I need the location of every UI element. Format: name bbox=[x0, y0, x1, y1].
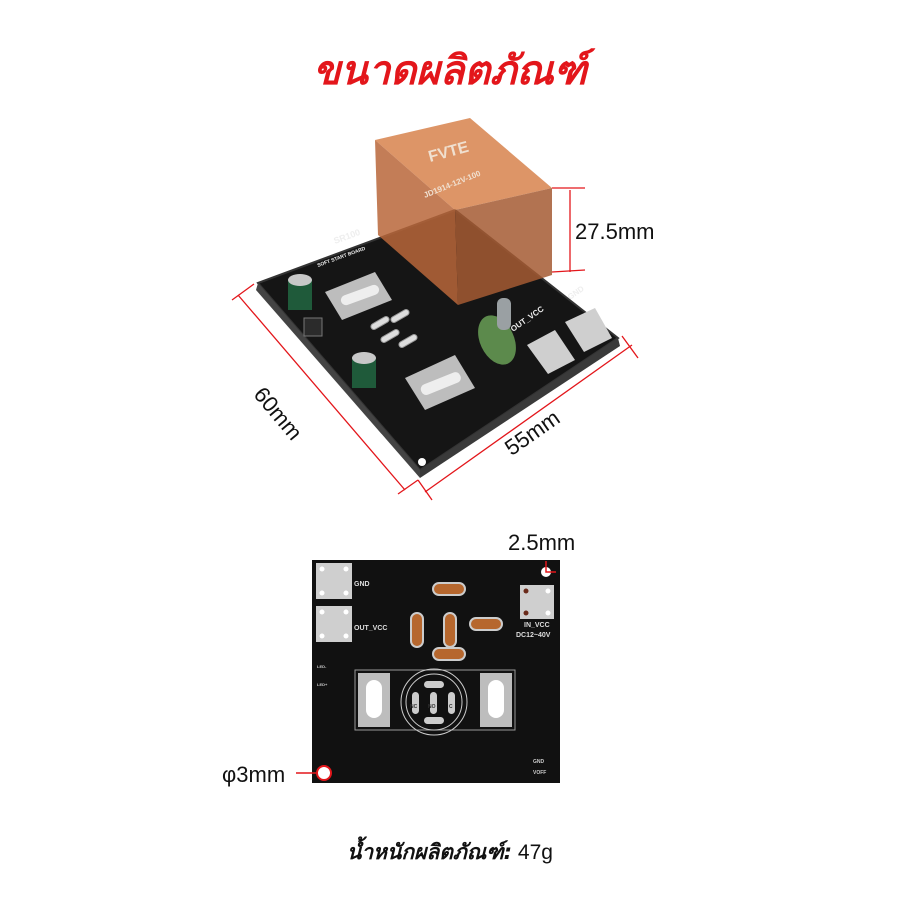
product-weight: น้ำหนักผลิตภัณฑ์: 47g bbox=[0, 836, 900, 869]
label-out-vcc: OUT_VCC bbox=[354, 625, 387, 632]
pcb-edge bbox=[256, 283, 420, 478]
weight-label: น้ำหนักผลิตภัณฑ์: bbox=[347, 840, 513, 864]
resistor bbox=[497, 298, 511, 330]
label-led-plus: LED+ bbox=[317, 682, 328, 687]
label-c: C bbox=[449, 704, 453, 710]
label-led-minus: LED- bbox=[317, 664, 327, 669]
edge-offset-marker bbox=[545, 561, 556, 573]
label-gnd: GND bbox=[354, 581, 370, 588]
label-voff: VOFF bbox=[533, 770, 546, 776]
dimension-height: 27.5mm bbox=[575, 219, 655, 244]
copper-slots bbox=[410, 582, 503, 661]
board-isometric-illustration: FVTE JD1914-12V-100 SR100 SOFT START BOA… bbox=[231, 118, 639, 501]
label-voltage: DC12~40V bbox=[516, 632, 551, 639]
terminal-gnd bbox=[565, 308, 612, 352]
label-in-vcc: IN_VCC bbox=[524, 622, 550, 629]
mount-hole-bottom-left bbox=[316, 765, 332, 781]
pcb-edge-right bbox=[420, 338, 620, 478]
label-no: NO bbox=[428, 704, 436, 710]
label-nc: NC bbox=[410, 704, 418, 710]
capacitor-1 bbox=[288, 274, 312, 310]
label-gnd-small: GND bbox=[533, 759, 545, 765]
label-gnd: GND bbox=[566, 284, 586, 302]
pcb-bottom bbox=[312, 560, 560, 783]
relay: FVTE JD1914-12V-100 bbox=[375, 118, 552, 305]
page-title: ขนาดผลิตภัณฑ์ bbox=[313, 48, 587, 94]
terminal-out bbox=[527, 330, 575, 374]
dimension-hole-diameter: φ3mm bbox=[222, 762, 286, 787]
mount-hole bbox=[418, 458, 426, 466]
small-slots bbox=[370, 309, 418, 348]
capacitor-2 bbox=[352, 352, 376, 388]
board-model: SR100 bbox=[332, 227, 361, 246]
dimension-lines bbox=[231, 187, 639, 501]
relay-footprint bbox=[400, 668, 468, 736]
inductor bbox=[303, 317, 323, 337]
pad-gnd bbox=[316, 563, 352, 599]
dimension-edge-offset: 2.5mm bbox=[508, 530, 576, 555]
board-bottom-illustration: GND OUT_VCC IN_VCC DC12~40V LED- LED+ NC… bbox=[296, 560, 560, 783]
pad-out-vcc bbox=[316, 606, 352, 642]
pad-in-vcc bbox=[520, 585, 554, 619]
weight-value: 47g bbox=[517, 841, 553, 864]
